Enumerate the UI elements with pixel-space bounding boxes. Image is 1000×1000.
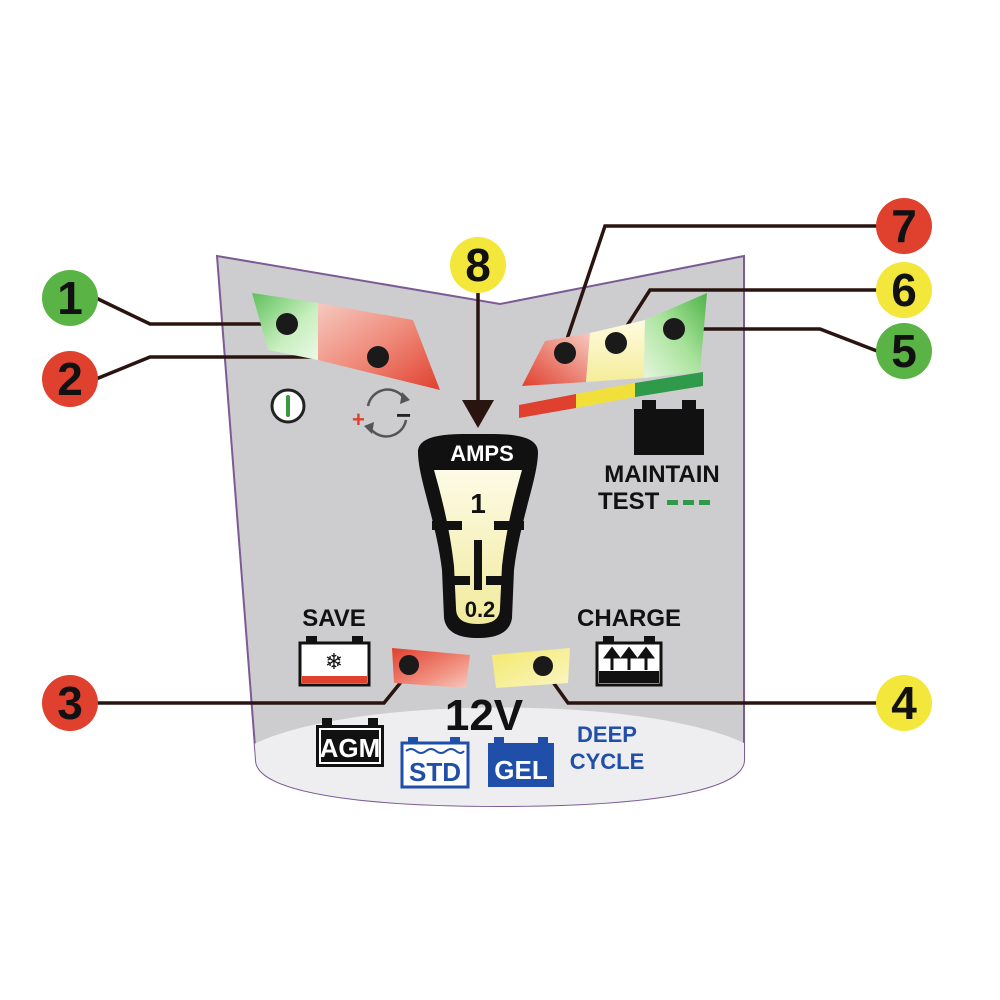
amps-title: AMPS	[450, 441, 514, 466]
callout-number: 3	[57, 677, 83, 729]
callout-number: 7	[891, 200, 917, 252]
save-battery-icon	[298, 636, 371, 687]
callout-number: 1	[57, 272, 83, 324]
maintain-label: MAINTAIN	[604, 461, 720, 488]
led-dot-5	[663, 318, 685, 340]
gel-label: GEL	[494, 755, 548, 785]
callout-number: 2	[57, 353, 83, 405]
led-dot-2	[367, 346, 389, 368]
callout-circle	[876, 262, 932, 318]
voltage-label: 12V	[445, 691, 524, 740]
callout-8: 8	[450, 237, 506, 293]
agm-battery-icon	[316, 718, 384, 767]
deep-cycle-label-line2: CYCLE	[570, 749, 645, 774]
led-dot-3	[399, 655, 419, 675]
std-label: STD	[409, 757, 461, 787]
callout-3: 3	[42, 675, 98, 731]
callout-number: 8	[465, 239, 491, 291]
led-dot-6	[605, 332, 627, 354]
power-icon	[270, 388, 306, 424]
charge-level-bar-yellow	[576, 383, 635, 408]
callout-number: 5	[891, 325, 917, 377]
callout-7: 7	[876, 198, 932, 254]
callout-5: 5	[876, 323, 932, 379]
charge-level-bar-green	[635, 372, 703, 397]
save-label: SAVE	[302, 605, 366, 632]
led-dot-4	[533, 656, 553, 676]
gel-battery-icon	[488, 737, 554, 787]
callout-circle	[876, 198, 932, 254]
callout-circle	[876, 323, 932, 379]
agm-label: AGM	[320, 733, 381, 763]
callout-1: 1	[42, 270, 98, 326]
snowflake-icon: ❄	[325, 650, 343, 675]
svg-text:+: +	[352, 407, 365, 432]
charge-level-bar-red	[519, 394, 576, 418]
callout-2: 2	[42, 351, 98, 407]
arrow-head-8	[462, 400, 494, 428]
callout-circle	[876, 675, 932, 731]
std-battery-icon	[400, 737, 470, 789]
callout-4: 4	[876, 675, 932, 731]
charge-battery-icon	[595, 636, 663, 687]
test-dash-indicator	[667, 500, 710, 505]
test-label: TEST	[598, 488, 660, 515]
callout-circle	[42, 270, 98, 326]
amps-display	[418, 433, 538, 638]
callout-circle	[42, 675, 98, 731]
callout-circle	[450, 237, 506, 293]
maintain-battery-icon	[634, 400, 704, 455]
deep-cycle-label-line1: DEEP	[577, 722, 637, 747]
charge-mode-led-lens	[492, 648, 570, 688]
charge-label: CHARGE	[577, 605, 681, 632]
callout-number: 4	[891, 677, 917, 729]
reverse-polarity-icon: + −	[352, 388, 411, 438]
callout-circle	[42, 351, 98, 407]
callout-number: 6	[891, 264, 917, 316]
callout-6: 6	[876, 262, 932, 318]
led-dot-1	[276, 313, 298, 335]
amps-high-value: 1	[470, 488, 486, 519]
led-dot-7	[554, 342, 576, 364]
svg-text:−: −	[396, 400, 411, 430]
amps-low-value: 0.2	[465, 597, 496, 622]
